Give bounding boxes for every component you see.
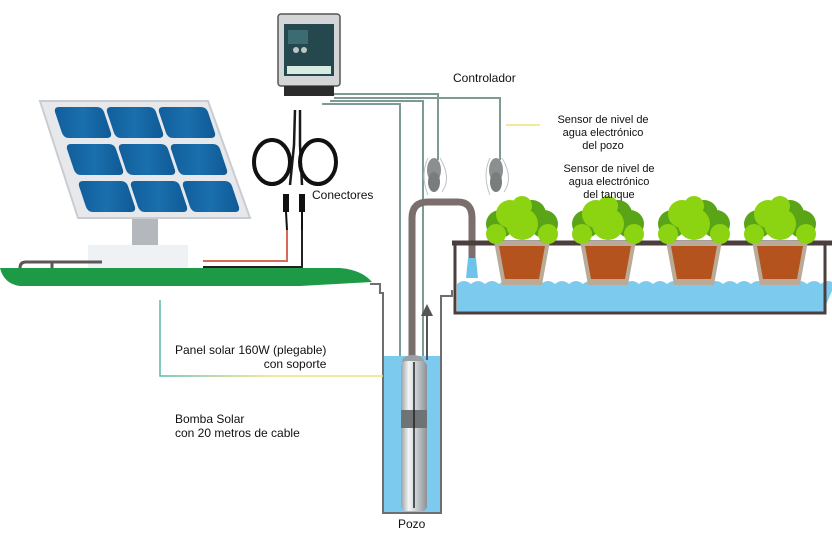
panel-cell [66, 144, 124, 175]
label-line: agua electrónico [568, 176, 650, 188]
label-well-sensor: Sensor de nivel de agua electrónico del … [548, 114, 658, 153]
panel-cell [130, 181, 188, 212]
solar-panel [18, 100, 252, 271]
panel-cells [54, 107, 240, 212]
label-line: con 20 metros de cable [175, 426, 300, 440]
lettuce-leaf [744, 224, 764, 244]
lettuce-leaf [684, 196, 704, 216]
connector-plug-right [299, 194, 305, 212]
lettuce-leaf [770, 196, 790, 216]
label-line: agua electrónico [562, 127, 644, 139]
lettuce-leaf [678, 208, 710, 240]
connector-plug-left [283, 194, 289, 212]
wire-red [203, 230, 288, 262]
tank-sensor [485, 157, 509, 196]
ground [0, 268, 372, 286]
flow-arrow-icon [421, 304, 433, 360]
lettuce-leaf [512, 196, 532, 216]
panel-leg-bar [18, 260, 102, 269]
label-line: Sensor de nivel de [563, 163, 655, 175]
label-connectors: Conectores [312, 188, 374, 202]
water-inflow [466, 258, 478, 278]
label-pump: Bomba Solar con 20 metros de cable [175, 412, 300, 440]
delivery-pipe [408, 198, 476, 360]
clay-pebbles [499, 246, 545, 279]
label-controller: Controlador [453, 71, 516, 85]
label-line: Bomba Solar [175, 412, 245, 426]
cable-coil-right [298, 138, 338, 186]
well-wall [370, 283, 453, 514]
label-line: del pozo [582, 140, 624, 152]
controller-box [277, 13, 341, 96]
lettuce-leaf [486, 224, 506, 244]
panel-wires [203, 230, 303, 268]
plant-pots [486, 196, 816, 285]
leader-solar-panel [159, 300, 383, 377]
cable-coil-left [252, 138, 292, 186]
lettuce-leaf [658, 224, 678, 244]
lettuce-pot [572, 196, 644, 285]
connector-cables [252, 109, 338, 231]
label-well: Pozo [398, 517, 426, 531]
label-tank-sensor: Sensor de nivel de agua electrónico del … [554, 163, 664, 202]
wire-black [203, 230, 303, 268]
panel-cell [170, 144, 228, 175]
panel-cell [118, 144, 176, 175]
lettuce-leaf [764, 208, 796, 240]
panel-cell [54, 107, 112, 138]
lettuce-leaf [796, 224, 816, 244]
lettuce-pot [486, 196, 558, 285]
panel-cell [182, 181, 240, 212]
control-wires [322, 93, 501, 370]
lettuce-pot [658, 196, 730, 285]
label-line: con soporte [263, 357, 327, 371]
clay-pebbles [585, 246, 631, 279]
label-solar-panel: Panel solar 160W (plegable) con soporte [175, 343, 326, 371]
clay-pebbles [757, 246, 803, 279]
label-line: del tanque [583, 189, 635, 201]
panel-cell [158, 107, 216, 138]
solar-pump [401, 355, 427, 511]
lettuce-leaf [572, 224, 592, 244]
lettuce-leaf [624, 224, 644, 244]
lettuce-leaf [538, 224, 558, 244]
well-sensor [423, 157, 447, 196]
panel-base [88, 245, 188, 271]
lettuce-leaf [598, 196, 618, 216]
clay-pebbles [671, 246, 717, 279]
lettuce-leaf [710, 224, 730, 244]
panel-cell [78, 181, 136, 212]
lettuce-pot [744, 196, 816, 285]
label-line: Panel solar 160W (plegable) [175, 343, 327, 357]
leader-lines [159, 94, 552, 451]
lettuce-leaf [506, 208, 538, 240]
panel-cell [106, 107, 164, 138]
panel-post [132, 215, 158, 245]
tank-water [457, 281, 832, 312]
label-line: Sensor de nivel de [557, 114, 649, 126]
lettuce-leaf [592, 208, 624, 240]
